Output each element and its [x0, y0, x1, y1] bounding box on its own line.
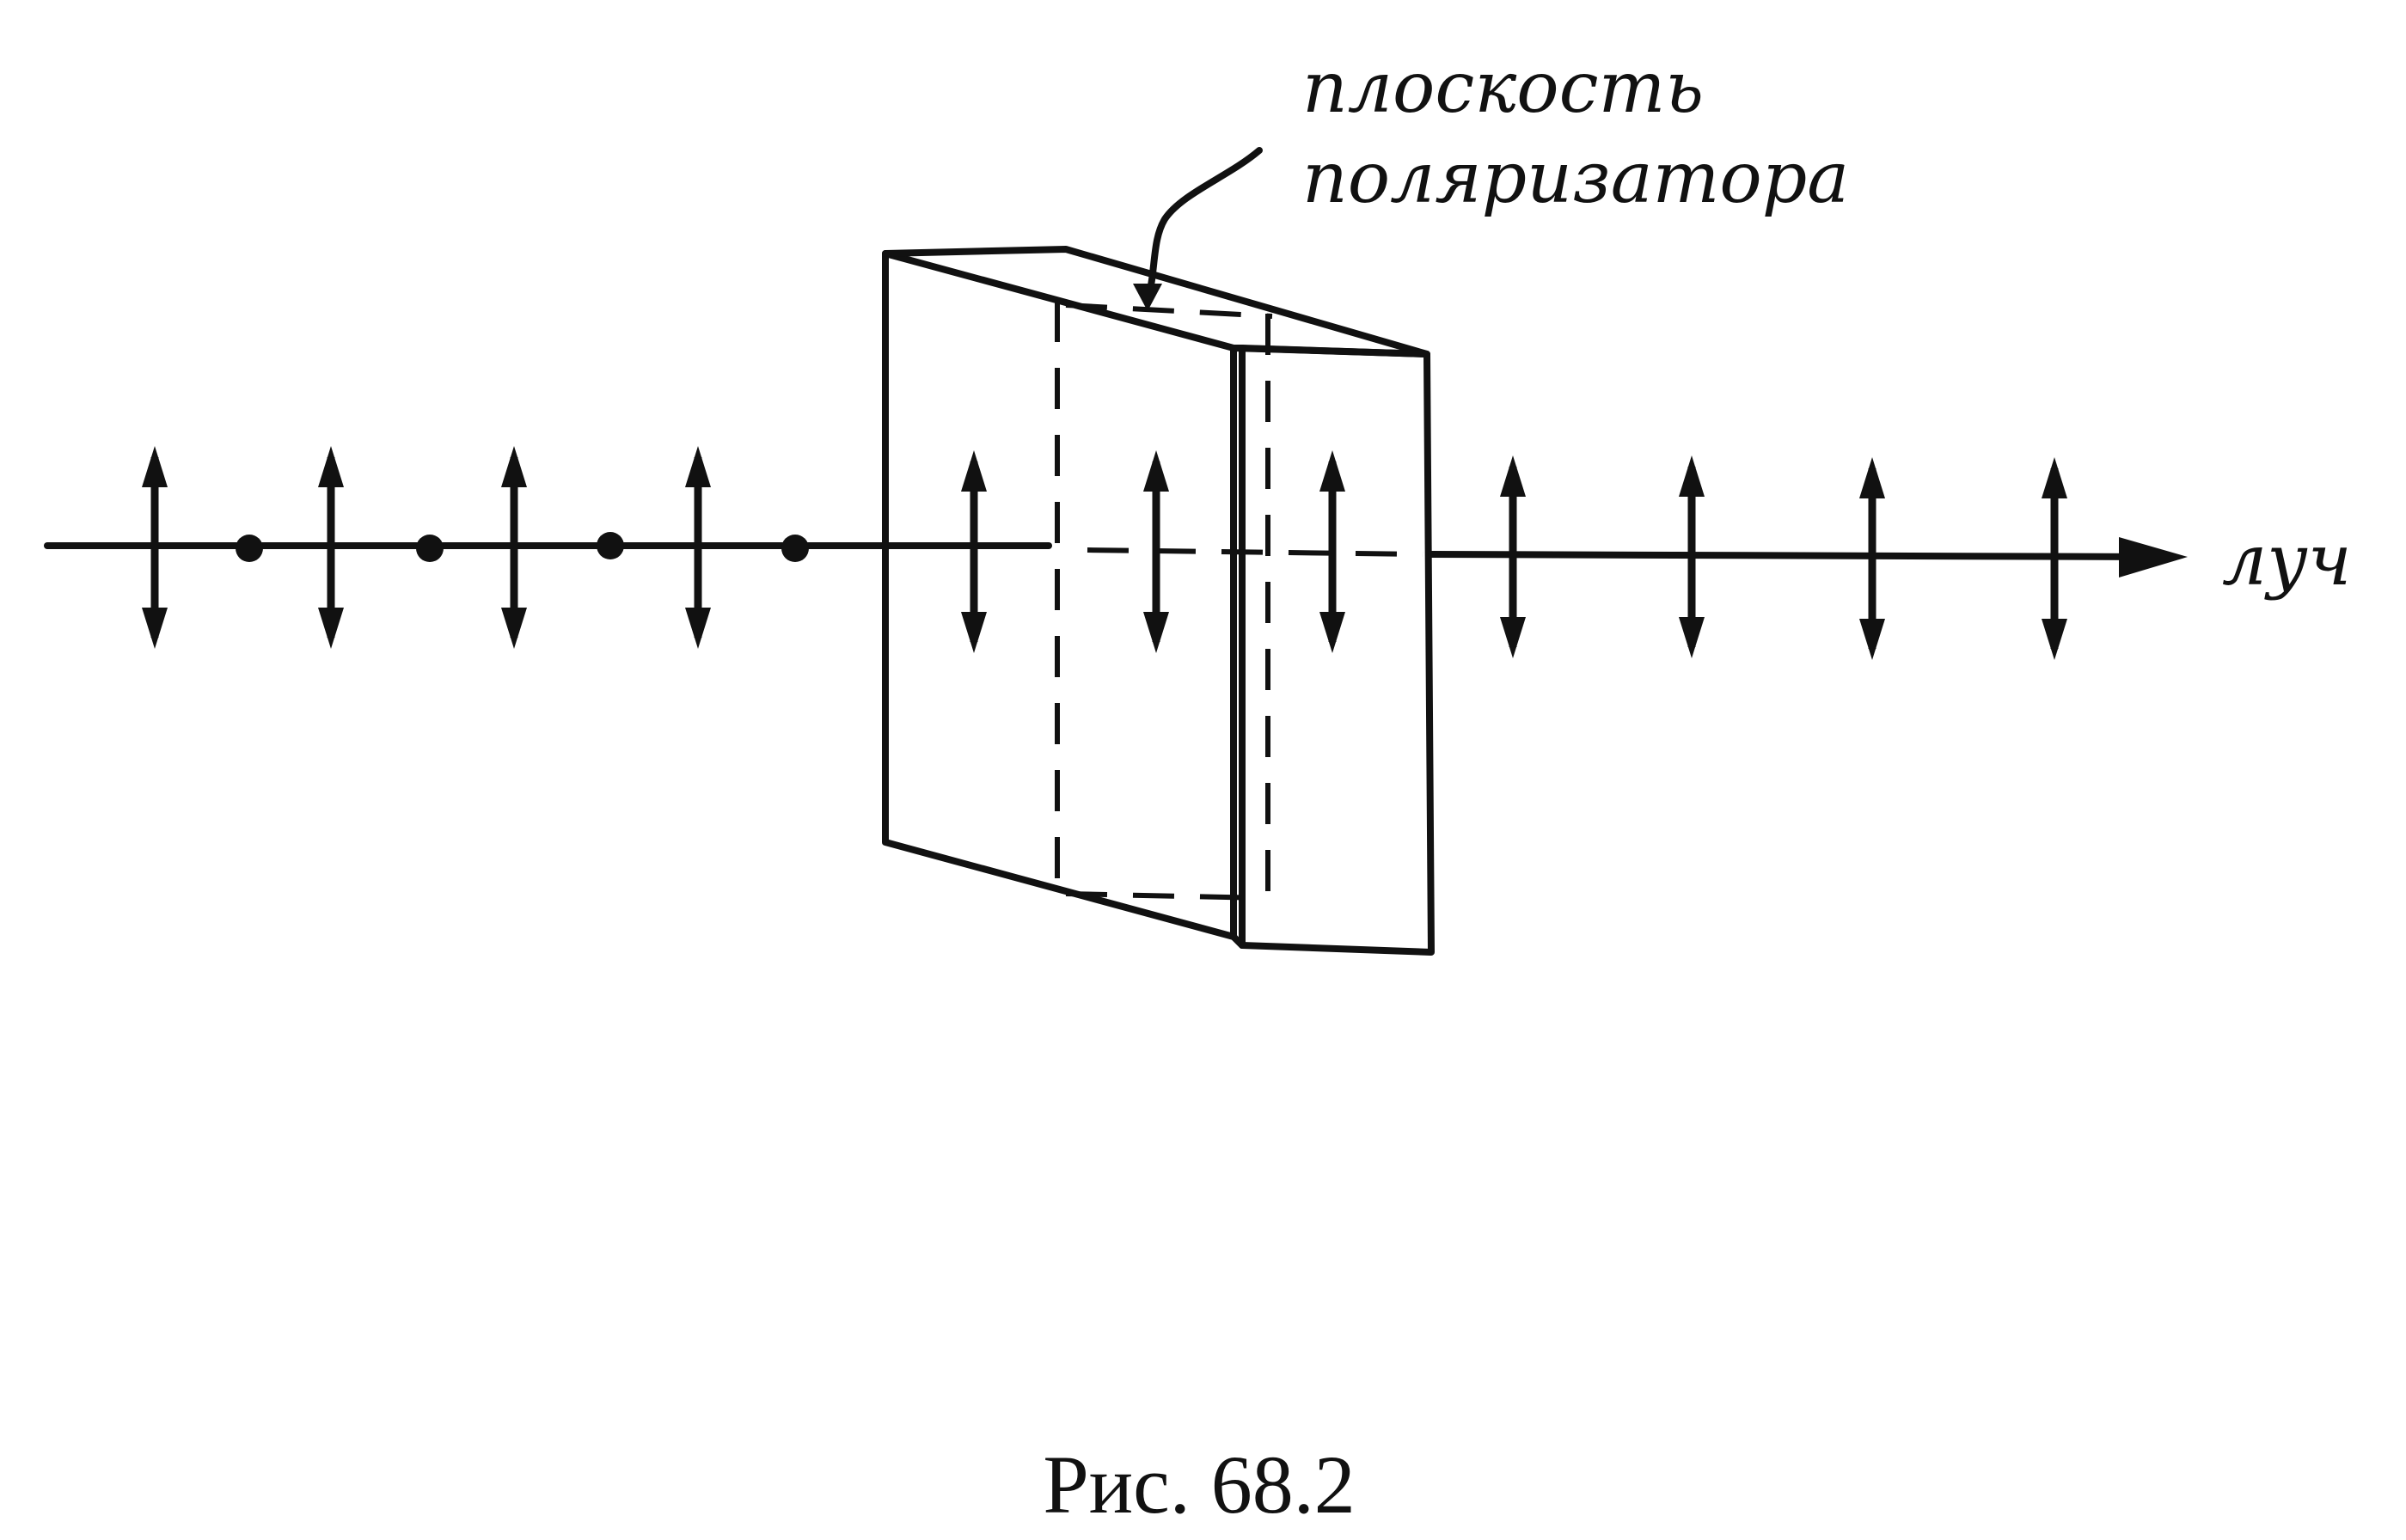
perpendicular-polarization-dot-icon: [597, 532, 624, 559]
polarizer-plane-label-line1: плоскость: [1302, 47, 1704, 129]
beam-inside-dashed: [1087, 547, 1423, 557]
polarizer-plane-dashed: [1055, 301, 1273, 901]
inside-polarization: [961, 450, 1345, 653]
polarizer-plane-label-line2: поляризатора: [1302, 138, 1849, 219]
beam-label: луч: [2222, 520, 2352, 602]
perpendicular-polarization-dot-icon: [781, 535, 809, 562]
beam-outgoing: [1428, 551, 2161, 560]
label-leader-line: [1144, 147, 1263, 304]
vertical-polarization-arrow-icon: [961, 450, 987, 653]
leader-arrowhead-icon: [1133, 284, 1162, 311]
beam-arrowhead-icon: [2119, 537, 2188, 578]
plane-dashed-bottom: [1065, 891, 1264, 901]
plane-dashed-top: [1065, 302, 1273, 319]
beam-axis: [44, 537, 2188, 578]
incoming-polarization: [142, 446, 809, 649]
perpendicular-polarization-dot-icon: [236, 535, 263, 562]
figure-caption: Рис. 68.2: [1043, 1439, 1355, 1531]
perpendicular-polarization-dot-icon: [416, 535, 444, 562]
polarizer-slab: [882, 246, 1435, 956]
